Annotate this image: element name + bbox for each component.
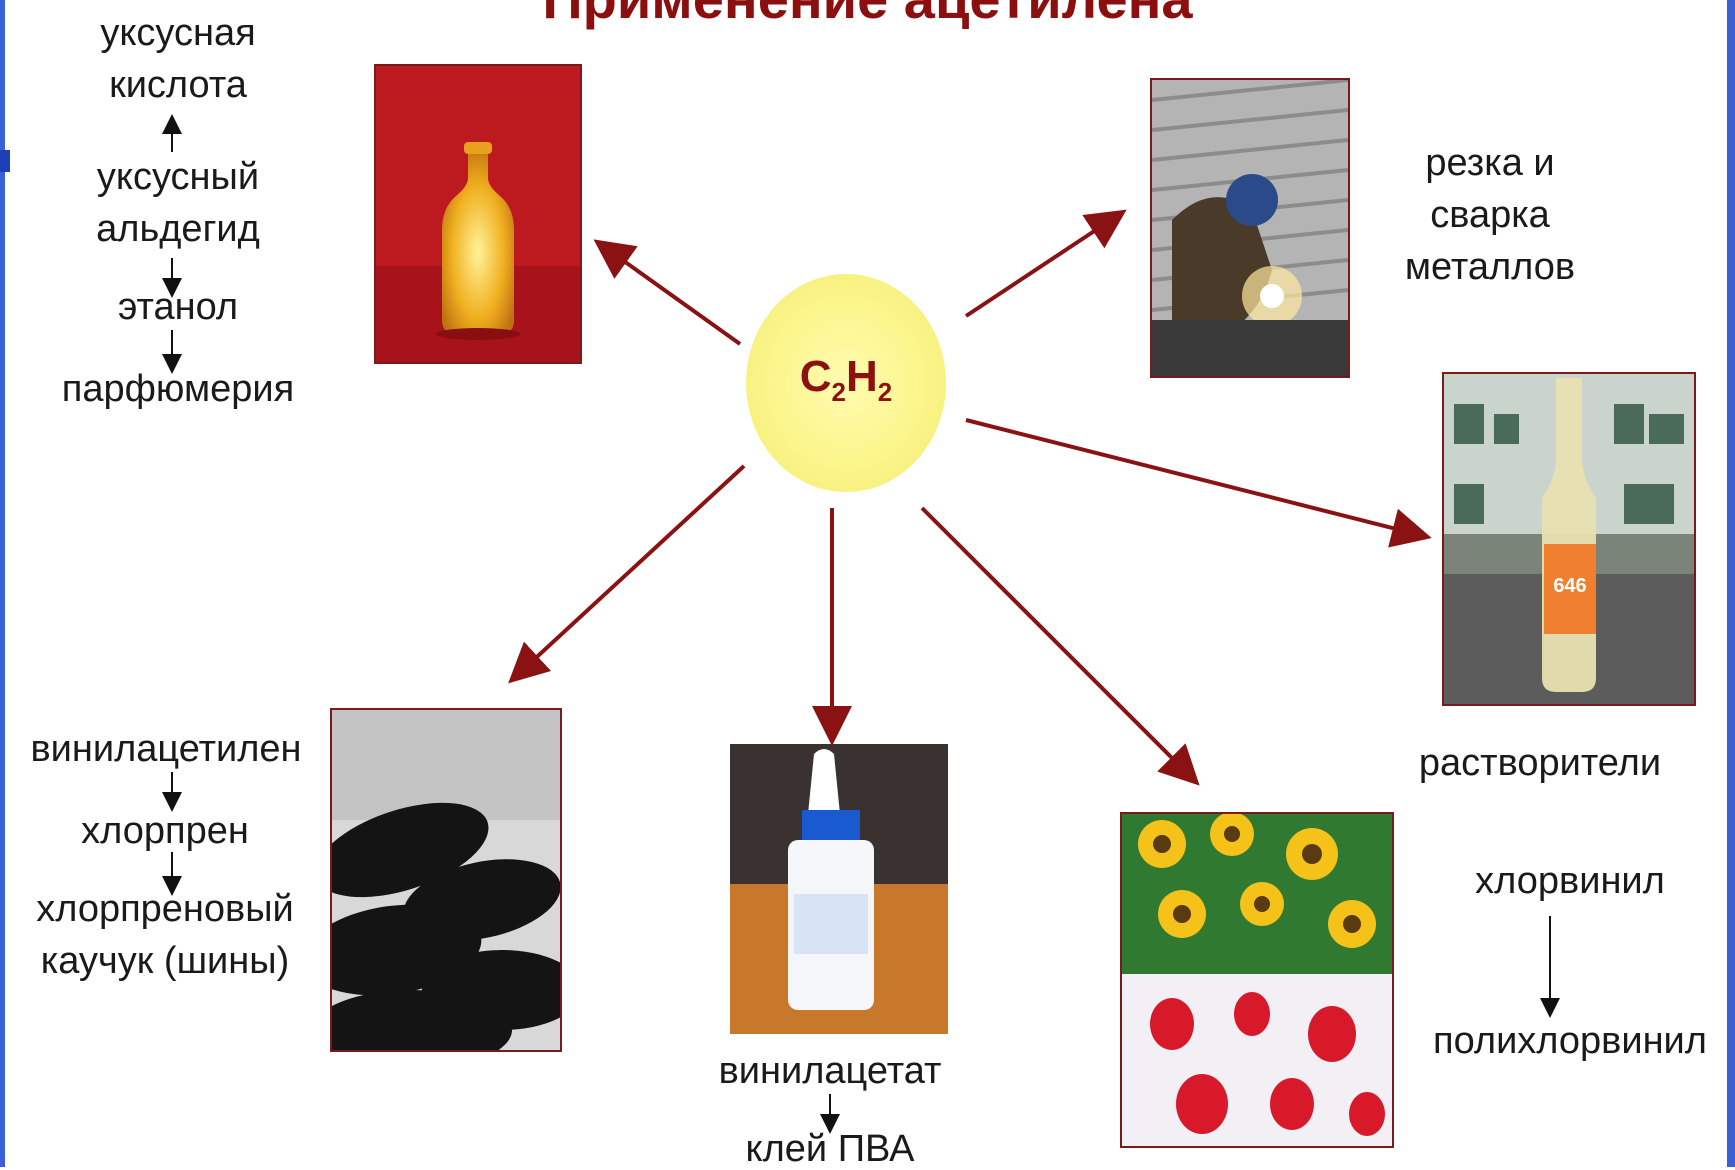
arrow-to-solvent (965, 418, 1432, 548)
label-polyvinylchloride: полихлорвинил (1433, 1020, 1707, 1062)
tires-photo (330, 708, 562, 1052)
label-welding-2: сварка (1430, 194, 1550, 236)
label-chloroprene-rubber-1: хлорпреновый (36, 888, 294, 930)
plastic-bag-photo (1120, 812, 1394, 1148)
acetylene-formula: C2H2 (799, 352, 893, 407)
solvent-bottle-photo: 646 (1442, 372, 1696, 706)
label-welding-1: резка и (1425, 142, 1555, 184)
page-title: Применение ацетилена (0, 0, 1735, 31)
bag-image (1122, 814, 1392, 1146)
label-pva-glue: клей ПВА (745, 1128, 915, 1170)
tires-image (332, 710, 560, 1050)
arrow-to-bag (920, 506, 1200, 786)
label-acetic-acid-1: уксусная (100, 12, 256, 54)
label-chloroprene: хлорпрен (81, 810, 249, 852)
arrow-to-welding (964, 209, 1127, 318)
flask-image (376, 66, 580, 362)
welder-image (1152, 80, 1348, 376)
label-perfumery: парфюмерия (61, 368, 295, 410)
label-acetic-acid-2: кислота (109, 64, 247, 106)
left-edge-notch (0, 150, 10, 172)
solvent-image: 646 (1444, 374, 1694, 704)
right-edge-bar (1727, 0, 1735, 1167)
flask-photo (374, 64, 582, 364)
glue-bottle-photo (728, 742, 950, 1036)
label-ethanol: этанол (117, 286, 239, 328)
left-edge-bar (0, 0, 5, 1167)
label-acetaldehyde-2: альдегид (96, 208, 260, 250)
solvent-label-646: 646 (1553, 575, 1586, 597)
label-chlorovinyl: хлорвинил (1475, 860, 1665, 902)
arrow-to-flask (593, 239, 742, 346)
label-welding-3: металлов (1404, 246, 1576, 288)
acetylene-circle (746, 274, 946, 492)
glue-image (730, 744, 948, 1034)
label-acetaldehyde-1: уксусный (96, 156, 260, 198)
label-solvents: растворители (1418, 742, 1662, 784)
label-vinylacetylene: винилацетилен (30, 728, 302, 770)
arrow-to-tires (508, 464, 746, 684)
label-chloroprene-rubber-2: каучук (шины) (40, 940, 290, 982)
label-vinyl-acetate: винилацетат (718, 1050, 942, 1092)
welding-photo (1150, 78, 1350, 378)
